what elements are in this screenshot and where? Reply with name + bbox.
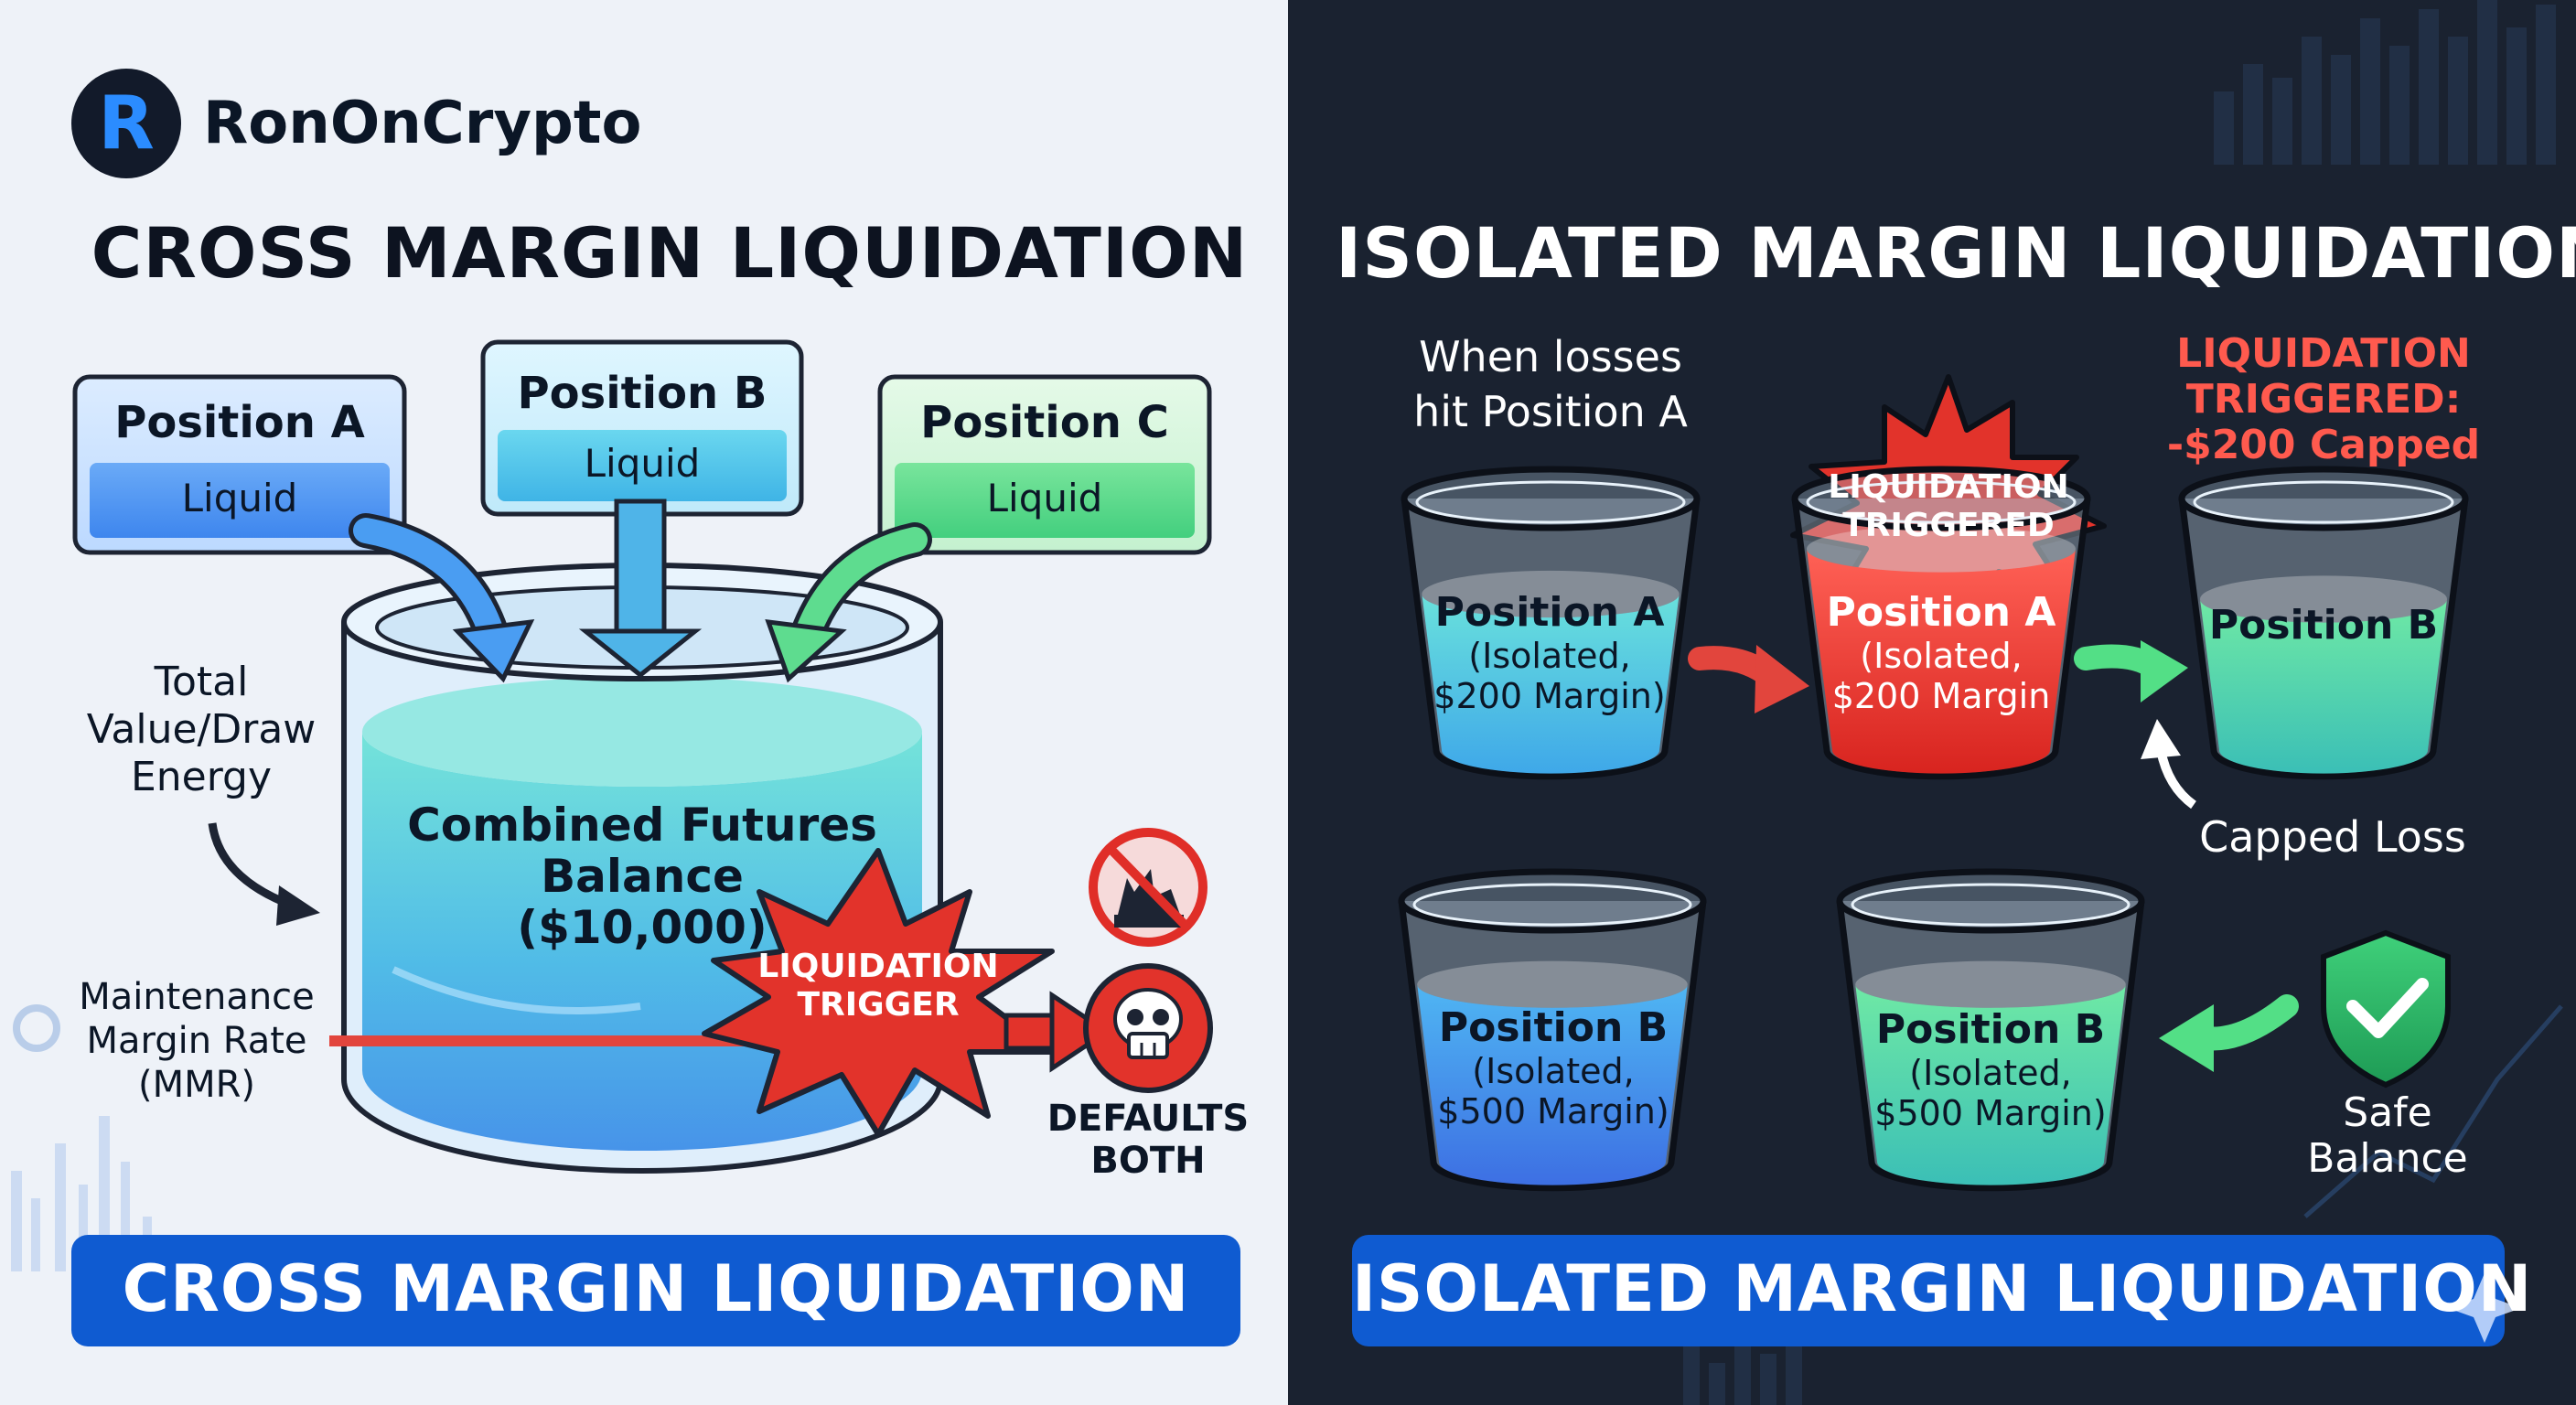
mmr-line-3: (MMR): [137, 1064, 256, 1106]
cup-b2-line-2: $500 Margin): [1874, 1093, 2107, 1133]
no-fire-icon: [1089, 828, 1208, 947]
losses-line-1: When losses: [1419, 332, 1682, 381]
mmr-line: [329, 1035, 787, 1046]
cup-b1-line-1: (Isolated,: [1472, 1051, 1635, 1091]
losses-line-2: hit Position A: [1413, 387, 1688, 436]
arrow-b-to-tank: [578, 499, 703, 679]
cross-title: CROSS MARGIN LIQUIDATION: [91, 212, 1249, 294]
position-c-status: Liquid: [986, 476, 1103, 520]
trigger-line-2: TRIGGER: [797, 986, 960, 1024]
cup-b1-text: Position B (Isolated, $500 Margin): [1407, 1004, 1700, 1132]
cup-b2-text: Position B (Isolated, $500 Margin): [1844, 1006, 2137, 1133]
triggered-line-3: -$200 Capped: [2166, 422, 2481, 468]
cup-a1-line-1: (Isolated,: [1468, 636, 1631, 676]
position-box-a: [72, 374, 407, 555]
position-b-name: Position B: [517, 368, 767, 419]
decor-trend-line: [2303, 1004, 2563, 1218]
skull-icon: [1083, 963, 1213, 1093]
shield-check-icon: [2321, 929, 2451, 1089]
mmr-line-2: Margin Rate: [86, 1020, 307, 1062]
cup-a2-name: Position A: [1826, 589, 2056, 636]
arrow-a1-to-a2: [1688, 645, 1809, 713]
mmr-label: Maintenance Margin Rate (MMR): [55, 975, 338, 1107]
liquidation-trigger-label: LIQUIDATION TRIGGER: [741, 948, 1015, 1024]
cup-b1-name: Position B: [1438, 1004, 1669, 1051]
defaults-both-label: DEFAULTS BOTH: [1034, 1098, 1262, 1182]
decor-ring-left: [13, 1004, 60, 1052]
decor-bars-right: [1683, 0, 2556, 1405]
burst-line-1: LIQUIDATION: [1828, 468, 2069, 506]
mmr-line-1: Maintenance: [79, 976, 315, 1018]
cup-a1-glass: [1401, 466, 1701, 780]
isolated-banner-label: ISOLATED MARGIN LIQUIDATION: [1352, 1251, 2533, 1326]
position-box-c: [877, 374, 1212, 555]
cup-a1-text: Position A (Isolated, $200 Margin): [1403, 589, 1696, 716]
triggered-line-1: LIQUIDATION: [2176, 330, 2471, 377]
cup-a2-line-1: (Isolated,: [1860, 636, 2023, 676]
balance-line-1: Combined Futures: [407, 799, 877, 852]
arrow-a-to-tank: [349, 513, 535, 683]
cup-a1-line-2: $200 Margin): [1433, 676, 1666, 716]
position-a-name: Position A: [114, 397, 365, 448]
combined-balance-label: Combined Futures Balance ($10,000): [368, 799, 917, 953]
total-value-arrow: [208, 822, 320, 926]
safe-to-b2-arrow: [2159, 994, 2299, 1072]
brand-logo-circle: [71, 69, 181, 178]
cup-a1-name: Position A: [1434, 589, 1665, 636]
position-a-status: Liquid: [181, 476, 298, 520]
total-value-label: Total Value/Draw Energy: [55, 659, 348, 801]
defaults-line-2: BOTH: [1090, 1140, 1206, 1182]
capped-loss-arrow: [2141, 719, 2197, 810]
cup-b-top-name: Position B: [2208, 602, 2439, 649]
isolated-banner-bg: [1352, 1235, 2505, 1346]
defaults-line-1: DEFAULTS: [1046, 1098, 1250, 1140]
triggered-note: LIQUIDATION TRIGGERED: -$200 Capped: [2104, 331, 2543, 468]
safe-line-1: Safe: [2343, 1089, 2432, 1136]
cup-a2-text: Position A (Isolated, $200 Margin: [1795, 589, 2088, 716]
cross-banner-bg: [71, 1235, 1240, 1346]
cup-b1-line-2: $500 Margin): [1437, 1091, 1669, 1132]
cup-a2-glass: [1791, 466, 2091, 780]
total-value-line-3: Energy: [130, 754, 273, 800]
balance-line-2: Balance: [541, 850, 744, 903]
arrow-c-to-tank: [765, 522, 932, 683]
cup-b2-name: Position B: [1875, 1006, 2106, 1053]
losses-note: When losses hit Position A: [1372, 329, 1729, 439]
liquidation-trigger-burst: [702, 848, 1055, 1137]
trigger-to-defaults-arrow: [1004, 991, 1111, 1073]
cross-banner-label: CROSS MARGIN LIQUIDATION: [122, 1251, 1190, 1326]
brand-logo-letter: R: [98, 80, 155, 166]
cup-b2-glass: [1836, 868, 2145, 1192]
burst-line-2: TRIGGERED: [1842, 507, 2055, 544]
sparkle-icon: [2448, 1273, 2521, 1343]
triggered-burst-label: LIQUIDATION TRIGGERED: [1811, 468, 2086, 545]
isolated-title: ISOLATED MARGIN LIQUIDATION: [1336, 212, 2576, 294]
safe-line-2: Balance: [2307, 1135, 2468, 1182]
trigger-line-1: LIQUIDATION: [757, 948, 999, 985]
safe-balance-label: Safe Balance: [2250, 1090, 2525, 1182]
capped-loss-label: Capped Loss: [2199, 812, 2466, 862]
cup-b2-line-1: (Isolated,: [1909, 1053, 2072, 1093]
position-box-b: [480, 339, 804, 517]
arrow-a2-to-b: [2074, 640, 2188, 702]
cup-b-top-glass: [2178, 466, 2469, 780]
brand-name: RonOnCrypto: [203, 90, 642, 157]
balance-line-3: ($10,000): [517, 901, 767, 954]
position-c-name: Position C: [920, 397, 1169, 448]
position-b-status: Liquid: [584, 441, 701, 486]
total-value-line-1: Total: [154, 659, 249, 705]
cup-a2-line-2: $200 Margin: [1831, 676, 2051, 716]
cup-b1-glass: [1398, 868, 1707, 1192]
cup-b-top-text: Position B: [2177, 602, 2470, 649]
triggered-line-2: TRIGGERED:: [2185, 376, 2462, 423]
total-value-line-2: Value/Draw: [86, 706, 317, 753]
